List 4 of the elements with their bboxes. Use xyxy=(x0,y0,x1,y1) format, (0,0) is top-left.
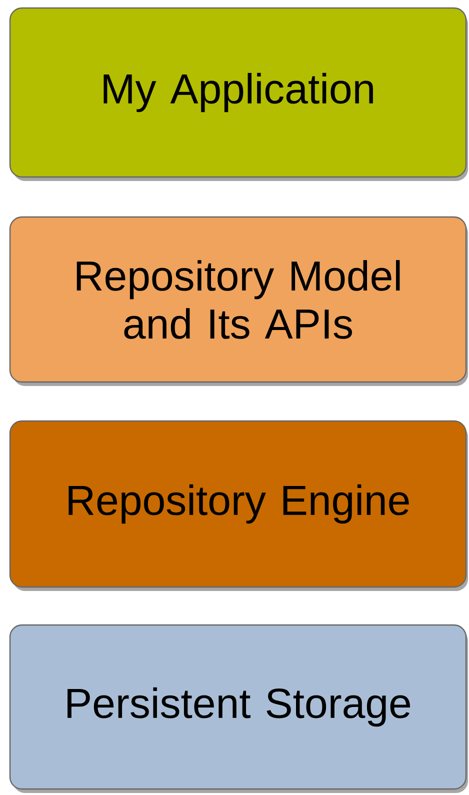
layer-box: Repository Engine xyxy=(9,420,468,591)
layer-box: Repository Model and Its APIs xyxy=(9,216,468,386)
layer-box: Persistent Storage xyxy=(9,624,468,793)
layer-box: My Application xyxy=(9,7,468,181)
